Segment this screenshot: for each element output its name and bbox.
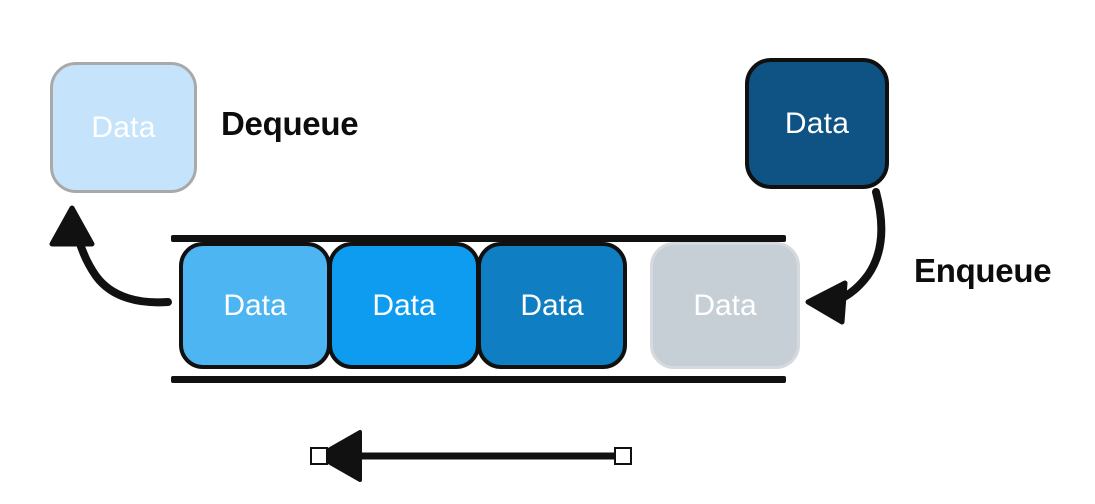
dequeue-label: Dequeue [221,105,359,142]
dequeue-arrow-icon [49,205,172,307]
enqueue-arrow-icon [805,188,886,325]
queue-slot-4-label: Data [693,288,757,322]
queue-rail-bottom [171,376,786,383]
queue-slot-3-label: Data [520,288,584,322]
queue-slot-1-label: Data [223,288,287,322]
enqueue-label: Enqueue [914,252,1052,289]
queue-slot-3: Data [477,242,627,369]
queue-slot-2: Data [328,242,480,369]
queue-rail-top [171,235,786,242]
incoming-node-label: Data [784,106,850,140]
dequeued-node-label: Data [91,110,156,144]
queue-direction-arrow-icon [310,430,632,482]
direction-arrow-endpoint-left [310,447,328,465]
queue-slot-1: Data [179,242,331,369]
queue-slot-4-empty: Data [650,242,800,369]
direction-arrow-endpoint-right [614,447,632,465]
queue-slot-2-label: Data [372,288,436,322]
incoming-node: Data [745,58,889,189]
dequeued-node: Data [50,62,197,193]
